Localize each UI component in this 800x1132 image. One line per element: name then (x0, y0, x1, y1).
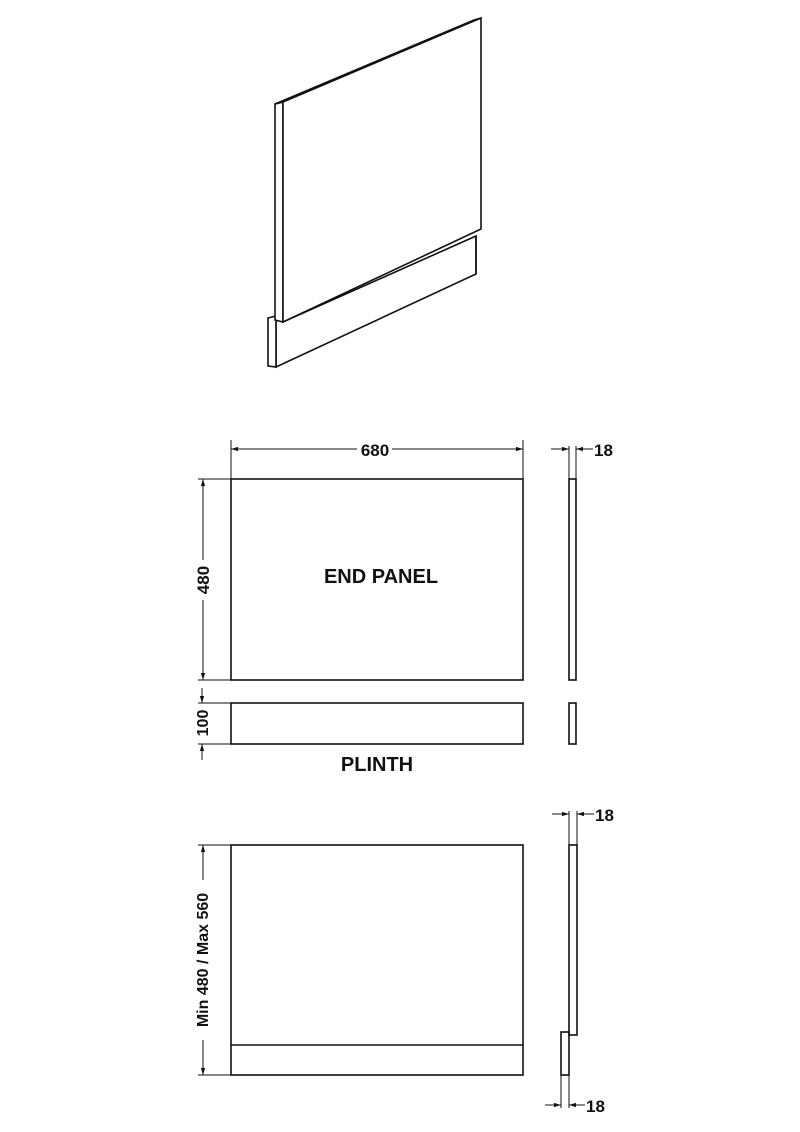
plinth-height-dimension-label: 100 (195, 710, 212, 737)
thickness-dimension-label: 18 (594, 441, 613, 460)
end-panel-label: END PANEL (324, 566, 438, 588)
adjustable-panel-rect (230, 844, 524, 1076)
iso-plinth-end (267, 314, 277, 368)
isometric-view (267, 16, 482, 369)
side-panel-section (568, 478, 577, 681)
iso-panel-edge (274, 100, 284, 324)
elevation-adjustable: Min 480 / Max 560 18 18 (195, 806, 614, 1116)
side-plinth-section (568, 702, 577, 745)
adjustable-height-dimension-label: Min 480 / Max 560 (195, 893, 212, 1027)
plinth-label: PLINTH (341, 754, 413, 776)
elevation-fixed: 680 END PANEL 480 PLINTH 100 18 (194, 440, 613, 776)
iso-panel-face (282, 16, 482, 324)
top-thickness-dimension-label: 18 (595, 806, 614, 825)
adjustable-side-panel (568, 844, 578, 1036)
width-dimension-label: 680 (361, 441, 389, 460)
panel-height-dimension-label: 480 (194, 566, 213, 594)
end-panel-rect (230, 478, 524, 681)
adjustable-side-plinth (560, 1031, 570, 1076)
bottom-thickness-dimension-label: 18 (586, 1097, 605, 1116)
plinth-rect (230, 702, 524, 745)
